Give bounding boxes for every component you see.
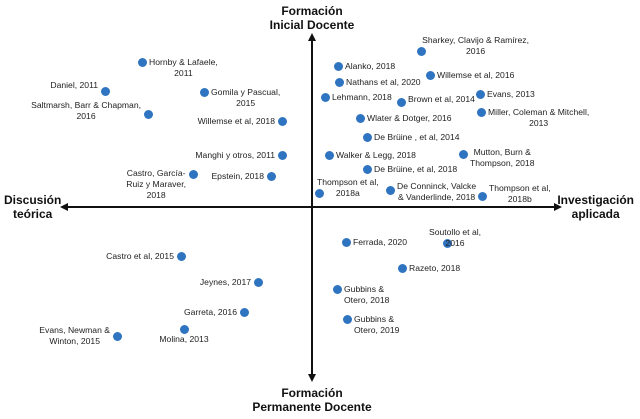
point-label: Castro et al, 2015 [106,250,174,261]
point-marker [332,284,342,294]
point-marker [362,164,372,174]
axis-title-right-line2: aplicada [571,207,620,221]
point-marker [324,150,334,160]
point-marker [416,46,426,56]
point-label: Soutollo et al, 2016 [428,227,482,248]
point-label: Saltmarsh, Barr & Chapman, 2016 [31,100,141,121]
point-marker [277,150,287,160]
point-marker [179,324,189,334]
point-label: Sharkey, Clavijo & Ramírez, 2016 [422,35,529,56]
point-label: Jeynes, 2017 [199,276,251,287]
point-marker [100,86,110,96]
point-marker [176,251,186,261]
axis-title-bottom-line1: Formación [281,386,343,400]
axis-title-right-line1: Investigación [557,193,634,207]
point-marker [475,89,485,99]
point-label: Gubbins & Otero, 2018 [344,284,390,305]
point-marker [266,171,276,181]
point-marker [112,331,122,341]
point-label: De Brüine, et al, 2018 [374,163,458,174]
point-label: Evans, 2013 [487,88,535,99]
point-marker [362,132,372,142]
point-marker [477,191,487,201]
point-label: De Brüine , et al, 2014 [374,131,460,142]
point-marker [476,107,486,117]
point-marker [253,277,263,287]
point-marker [355,113,365,123]
point-label: Miller, Coleman & Mitchell, 2013 [488,107,590,128]
point-label: Molina, 2013 [159,334,209,344]
point-label: Nathans et al, 2020 [346,76,421,87]
point-marker [188,169,198,179]
axis-title-right: Investigación aplicada [557,193,634,221]
axis-title-left-line1: Discusión [4,193,62,207]
point-label: De Conninck, Valcke & Vanderlinde, 2018 [397,181,477,202]
axis-title-left-line2: teórica [13,207,53,221]
point-marker [320,92,330,102]
point-marker [442,238,452,248]
point-marker [277,116,287,126]
point-label: Daniel, 2011 [50,80,98,90]
point-label: Evans, Newman & Winton, 2015 [39,325,110,346]
point-marker [385,185,395,195]
point-label: Hornby & Lafaele, 2011 [149,56,218,78]
axis-title-bottom: Formación Permanente Docente [252,386,371,414]
point-marker [137,57,147,67]
axis-title-top-line1: Formación [281,4,343,18]
point-label: Manghi y otros, 2011 [195,149,275,160]
point-label: Walker & Legg, 2018 [336,149,416,160]
point-label: Mutton, Burn & Thompson, 2018 [470,147,535,168]
point-marker [199,87,209,97]
point-marker [143,109,153,119]
axis-title-bottom-line2: Permanente Docente [252,400,372,414]
point-marker [239,307,249,317]
point-label: Brown et al, 2014 [408,94,475,104]
point-marker [425,70,435,80]
point-label: Ferrada, 2020 [353,236,407,247]
point-label: Alanko, 2018 [345,60,396,71]
point-label: Lehmann, 2018 [332,91,392,102]
point-marker [334,77,344,87]
point-label: Willemse et al, 2016 [437,69,515,80]
point-marker [341,237,351,247]
axis-title-top-line2: Inicial Docente [269,18,355,32]
point-label: Castro, García- Ruiz y Maraver, 2018 [126,168,186,200]
point-label: Willemse et al, 2018 [197,115,275,126]
point-marker [458,149,468,159]
point-label: Thompson et al, 2018b [489,183,551,204]
axis-title-left: Discusión teórica [4,193,61,221]
point-label: Gomila y Pascual, 2015 [211,86,281,108]
point-marker [342,314,352,324]
point-marker [333,61,343,71]
point-label: Thompson et al, 2018a [317,177,379,198]
point-marker [314,188,324,198]
point-marker [397,263,407,273]
axis-title-top: Formación Inicial Docente [270,4,355,32]
point-label: Epstein, 2018 [211,170,264,181]
point-label: Garreta, 2016 [183,306,237,317]
point-marker [396,97,406,107]
point-label: Razeto, 2018 [409,262,461,273]
point-label: Wlater & Dotger, 2016 [367,112,452,123]
point-label: Gubbins & Otero, 2019 [354,314,400,335]
